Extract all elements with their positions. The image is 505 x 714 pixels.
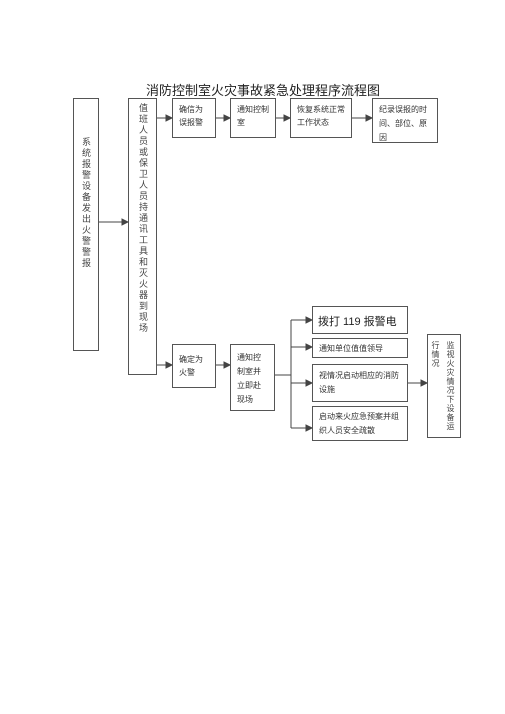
notify-control-box: 通知控制室 — [230, 98, 276, 138]
fire-box: 确定为火警 — [172, 344, 216, 388]
false-alarm-box: 确信为误报警 — [172, 98, 216, 138]
evacuate-box: 启动来火应急预案并组织人员安全疏散 — [312, 406, 408, 441]
call-119-box: 拨打 119 报警电 — [312, 306, 408, 334]
duty-box: 值班人员或保卫人员持通讯工具和灭火器到现场 — [128, 98, 157, 375]
record-box: 纪录误报的时间、部位、原因 — [372, 98, 438, 143]
notify-control-2-box: 通知控制室并立即赴现场 — [230, 344, 275, 411]
monitor-box: 监视火灾情况下设备运行情况 — [427, 334, 461, 438]
restore-box: 恢复系统正常工作状态 — [290, 98, 352, 138]
start-facilities-box: 视情况启动相应的消防设施 — [312, 364, 408, 402]
alarm-box: 系统报警设备发出火警警报 — [73, 98, 99, 351]
notify-leader-box: 通知单位值值领导 — [312, 338, 408, 358]
diagram-title: 消防控制室火灾事故紧急处理程序流程图 — [146, 84, 381, 99]
